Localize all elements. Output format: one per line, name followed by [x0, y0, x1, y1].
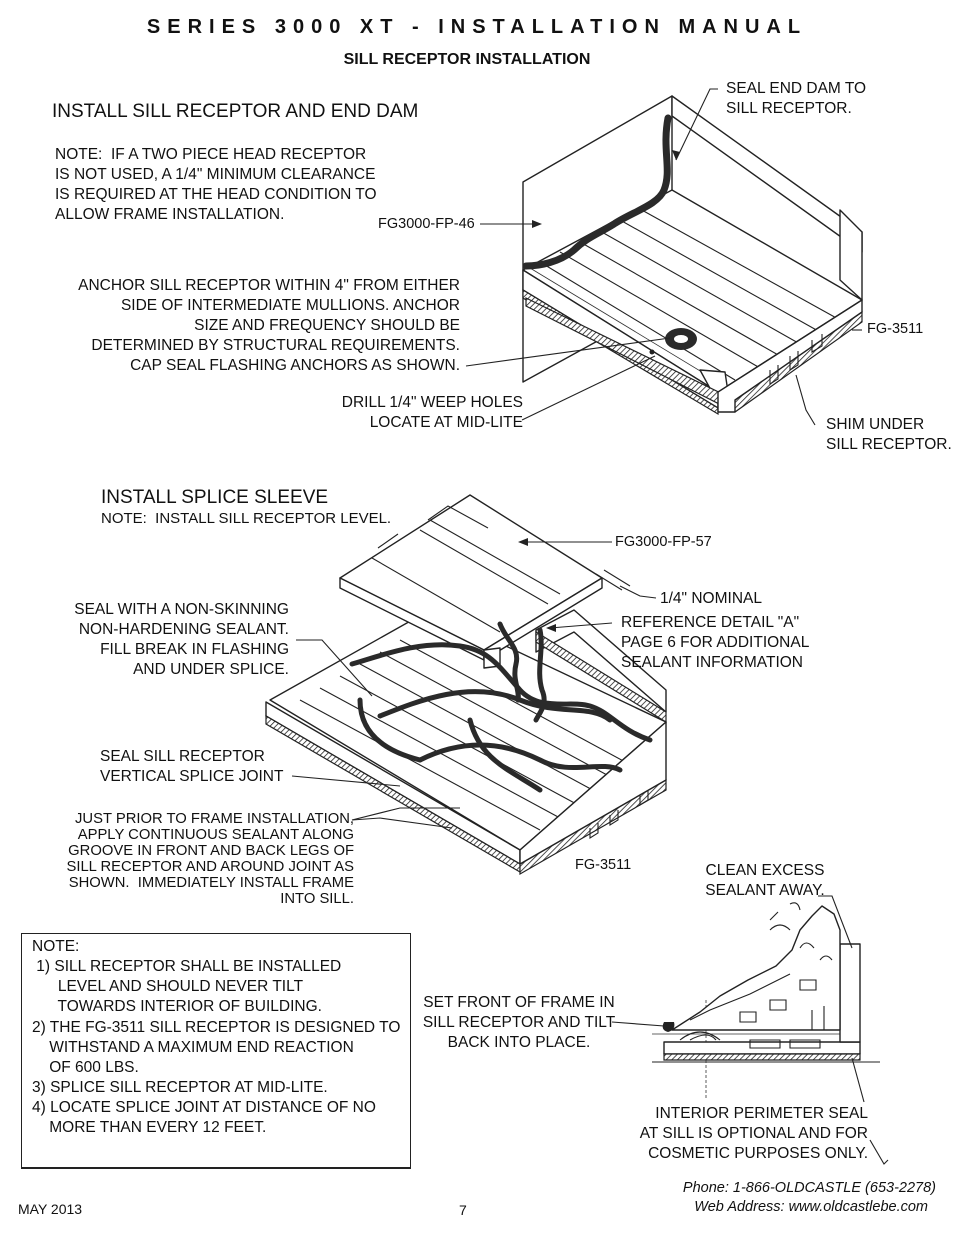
- callout-reference-detail: REFERENCE DETAIL "A" PAGE 6 FOR ADDITION…: [621, 614, 810, 671]
- section1-heading: INSTALL SILL RECEPTOR AND END DAM: [52, 101, 419, 122]
- footer-page-number: 7: [459, 1202, 467, 1218]
- callout-seal-end-dam: SEAL END DAM TO SILL RECEPTOR.: [726, 80, 867, 117]
- note-4: 4) LOCATE SPLICE JOINT AT DISTANCE OF NO…: [32, 1099, 376, 1136]
- section2-heading: INSTALL SPLICE SLEEVE: [101, 487, 329, 508]
- callout-just-prior: JUST PRIOR TO FRAME INSTALLATION, APPLY …: [66, 811, 354, 907]
- manual-title: SERIES 3000 XT - INSTALLATION MANUAL: [146, 16, 808, 38]
- splice-seal-band: [349, 642, 653, 743]
- note-3: 3) SPLICE SILL RECEPTOR AT MID-LITE.: [32, 1079, 328, 1096]
- callout-fp46: FG3000-FP-46: [378, 216, 475, 232]
- callout-interior-seal: INTERIOR PERIMETER SEAL AT SILL IS OPTIO…: [639, 1105, 868, 1162]
- notes-box: [21, 933, 411, 1169]
- callout-clean-excess: CLEAN EXCESS SEALANT AWAY.: [705, 862, 825, 899]
- note-2: 2) THE FG-3511 SILL RECEPTOR IS DESIGNED…: [32, 1019, 401, 1076]
- callout-fg3511-top: FG-3511: [867, 321, 924, 337]
- callout-fg3511-splice: FG-3511: [575, 857, 632, 873]
- section2-note: NOTE: INSTALL SILL RECEPTOR LEVEL.: [101, 510, 392, 527]
- note-1: 1) SILL RECEPTOR SHALL BE INSTALLED LEVE…: [36, 958, 342, 1015]
- section1-note: NOTE: IF A TWO PIECE HEAD RECEPTOR IS NO…: [55, 146, 377, 223]
- callout-drill-weep: DRILL 1/4" WEEP HOLES LOCATE AT MID-LITE: [341, 394, 523, 431]
- page-subtitle: SILL RECEPTOR INSTALLATION: [343, 51, 591, 68]
- end-dam-seal: [522, 114, 672, 270]
- callout-anchor: ANCHOR SILL RECEPTOR WITHIN 4" FROM EITH…: [78, 277, 460, 374]
- footer-phone: Phone: 1-866-OLDCASTLE (653-2278): [682, 1180, 936, 1196]
- callout-seal-vertical: SEAL SILL RECEPTOR VERTICAL SPLICE JOINT: [100, 748, 284, 785]
- callout-set-front: SET FRONT OF FRAME IN SILL RECEPTOR AND …: [422, 994, 616, 1051]
- footer-web: Web Address: www.oldcastlebe.com: [694, 1199, 928, 1215]
- callout-shim: SHIM UNDER SILL RECEPTOR.: [826, 416, 952, 453]
- footer-date: MAY 2013: [18, 1201, 83, 1217]
- sill-receptor-end-dam-drawing: [522, 95, 863, 416]
- frame-in-sill-section: [652, 902, 880, 1100]
- callout-nominal: 1/4" NOMINAL: [660, 590, 762, 607]
- splice-sleeve-drawing: [265, 494, 667, 876]
- section-frame-profile: [671, 905, 841, 1031]
- notes-title: NOTE:: [32, 938, 80, 955]
- callout-fp57: FG3000-FP-57: [615, 534, 712, 550]
- callout-seal-nonskinning: SEAL WITH A NON-SKINNING NON-HARDENING S…: [74, 601, 289, 678]
